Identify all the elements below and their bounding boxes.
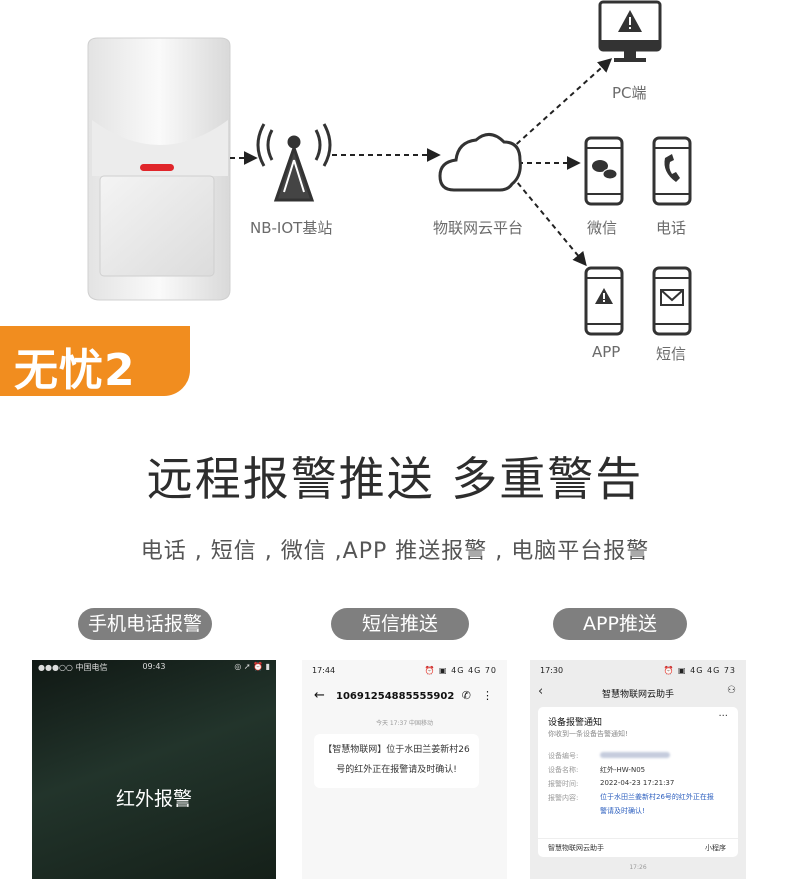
- app-phone-icon: [584, 266, 624, 336]
- user-icon[interactable]: ⚇: [727, 685, 736, 696]
- wechat-phone-icon: [584, 136, 624, 206]
- sender-number: 10691254885555902: [336, 691, 455, 702]
- sms-header: ← 10691254885555902 ✆ ⋮: [302, 686, 507, 710]
- sms-message-bubble: 【智慧物联网】位于水田兰姜新村26号的红外正在报警请及时确认!: [314, 734, 479, 788]
- app-source-name: 智慧物联网云助手: [548, 844, 604, 852]
- antenna-tower-icon: [256, 123, 332, 202]
- mini-program-link[interactable]: 小程序: [705, 844, 726, 852]
- carrier-text: ●●●○○ 中国电信: [38, 663, 108, 672]
- page-subline: 电话 , 短信 , 微信 ,APP 推送报警 , 电脑平台报警: [140, 539, 650, 564]
- call-alarm-screenshot: ●●●○○ 中国电信 09:43 ◎ ➚ ⏰ ▮ 红外报警: [32, 660, 276, 879]
- back-chevron-icon[interactable]: ‹: [538, 684, 544, 699]
- clock-text: 09:43: [142, 662, 166, 671]
- field-value-alarm-content: 位于水田兰姜新村26号的红外正在报警请及时确认!: [600, 793, 714, 815]
- infrared-alarm-caller: 红外报警: [115, 788, 192, 810]
- sms-label: 短信: [656, 345, 687, 363]
- status-icons: ⏰ ▣ 4G 4G 73: [663, 666, 736, 675]
- phone-call-alarm-pill: 手机电话报警: [78, 608, 212, 640]
- more-options-icon[interactable]: ⋮: [482, 689, 493, 702]
- field-label-alarm-time: 报警时间:: [548, 780, 579, 788]
- message-time: 今天 17:37 中国移动: [375, 720, 434, 727]
- field-value-device-name: 红外-HW-N05: [600, 766, 646, 774]
- alarm-flow-diagram: NB-IOT基站 物联网云平台 PC端 微信 电话 APP 短信: [0, 0, 790, 400]
- pc-label: PC端: [612, 84, 647, 102]
- card-subtitle: 你收到一条设备告警通知!: [548, 730, 628, 738]
- app-push-pill: APP推送: [553, 608, 687, 640]
- cloud-icon: [438, 133, 522, 192]
- wechat-label: 微信: [587, 219, 618, 237]
- phone-call-icon[interactable]: ✆: [461, 689, 471, 702]
- field-value-alarm-time: 2022-04-23 17:21:37: [600, 779, 675, 787]
- app-header-title: 智慧物联网云助手: [601, 690, 674, 700]
- sms-screenshot: 17:44 ⏰ ▣ 4G 4G 70 ← 10691254885555902 ✆…: [302, 660, 507, 879]
- status-icons: ◎ ➚ ⏰ ▮: [234, 662, 270, 671]
- bottom-timestamp: 17:26: [629, 864, 647, 871]
- cloud-platform-label: 物联网云平台: [433, 219, 524, 237]
- diagram-graphics: [87, 0, 692, 336]
- status-bar: 17:30 ⏰ ▣ 4G 4G 73: [530, 660, 746, 680]
- sms-push-pill: 短信推送: [331, 608, 469, 640]
- card-title: 设备报警通知: [548, 718, 603, 728]
- pir-sensor-icon: [87, 37, 231, 301]
- clock-text: 17:44: [312, 666, 336, 675]
- card-footer: 智慧物联网云助手 小程序: [538, 838, 738, 857]
- card-more-icon[interactable]: ···: [718, 711, 728, 722]
- field-value-device-id-blurred: [600, 752, 670, 760]
- status-bar: ●●●○○ 中国电信 09:43 ◎ ➚ ⏰ ▮: [32, 660, 276, 674]
- product-badge-label: 无忧2: [14, 345, 136, 396]
- field-label-device-name: 设备名称:: [548, 766, 579, 774]
- station-label: NB-IOT基站: [250, 219, 333, 237]
- phone-label: 电话: [656, 219, 687, 237]
- call-phone-icon: [652, 136, 692, 206]
- app-label: APP: [592, 343, 621, 361]
- status-bar: 17:44 ⏰ ▣ 4G 4G 70: [302, 660, 507, 680]
- status-icons: ⏰ ▣ 4G 4G 70: [424, 666, 497, 675]
- app-push-screenshot: 17:30 ⏰ ▣ 4G 4G 73 ‹ 智慧物联网云助手 ⚇ 设备报警通知 ·…: [530, 660, 746, 879]
- page-headline: 远程报警推送 多重警告: [146, 452, 644, 506]
- sms-phone-icon: [652, 266, 692, 336]
- pc-monitor-icon: [598, 0, 662, 62]
- clock-text: 17:30: [540, 666, 564, 675]
- back-arrow-icon[interactable]: ←: [314, 688, 325, 703]
- product-badge: 无忧2: [0, 326, 190, 396]
- app-header: ‹ 智慧物联网云助手 ⚇: [530, 684, 746, 706]
- field-label-alarm-content: 报警内容:: [548, 794, 579, 802]
- alarm-notification-card[interactable]: 设备报警通知 ··· 你收到一条设备告警通知! 设备编号: 设备名称: 红外-H…: [538, 707, 738, 857]
- field-label-device-id: 设备编号:: [548, 752, 579, 760]
